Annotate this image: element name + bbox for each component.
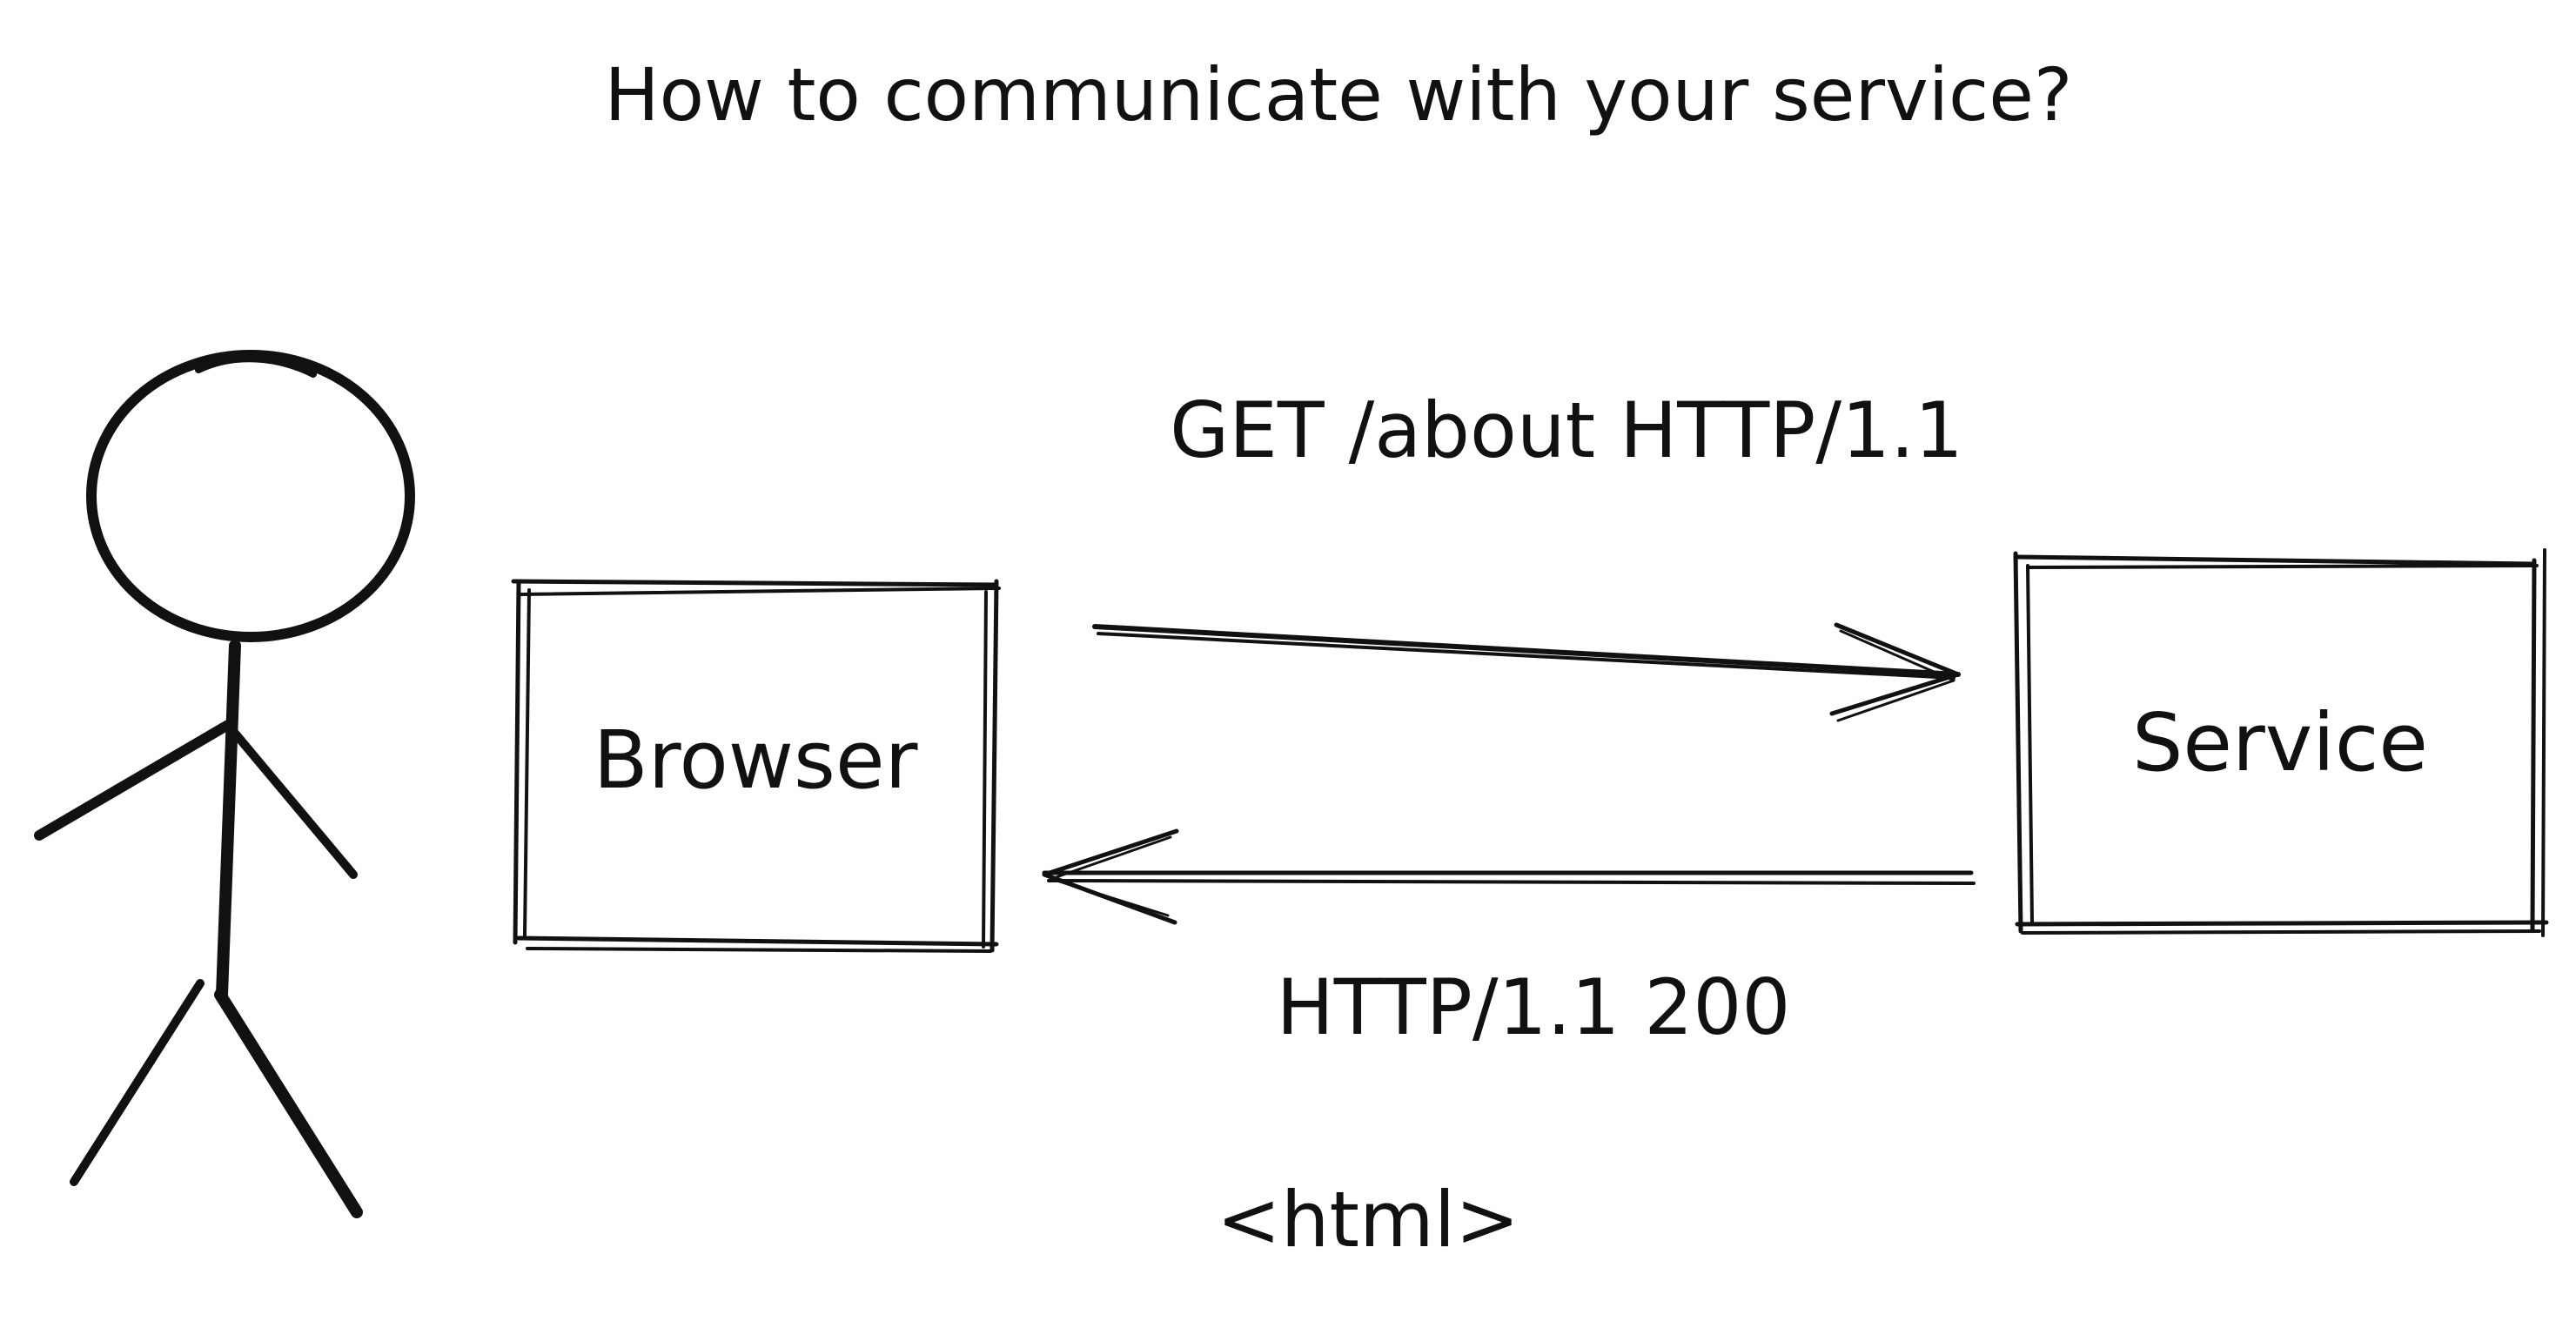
service-label: Service: [2132, 696, 2428, 789]
response-label: HTTP/1.1 200: [1277, 962, 1791, 1052]
request-arrow: [1092, 622, 1961, 722]
browser-box: Browser: [511, 579, 1001, 953]
stick-figure-icon: [34, 350, 415, 1218]
response-body-label: <html>: [1217, 1175, 1519, 1264]
request-label: GET /about HTTP/1.1: [1170, 386, 1963, 475]
diagram-title: How to communicate with your service?: [605, 52, 2073, 137]
browser-label: Browser: [594, 714, 918, 807]
service-box: Service: [2013, 548, 2549, 937]
response-arrow: [1042, 828, 1976, 925]
